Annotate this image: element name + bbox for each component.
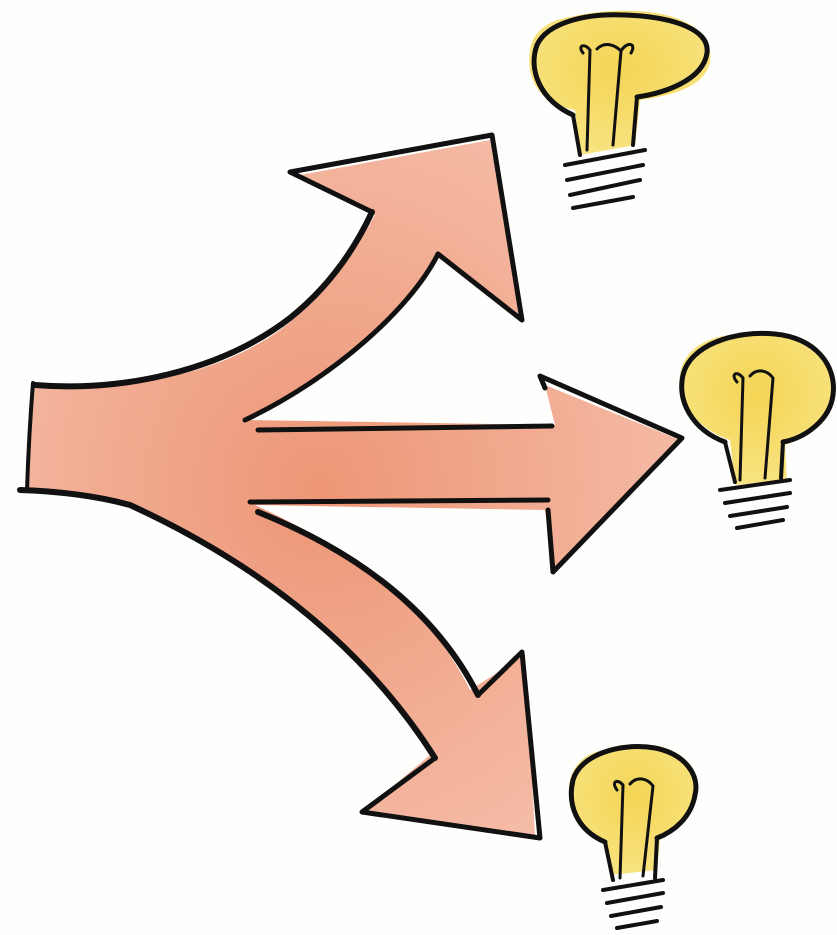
lightbulb-icon: [569, 744, 697, 928]
three-way-arrow-icon: [20, 135, 682, 838]
lightbulb-icon: [680, 333, 834, 528]
lightbulb-icon: [529, 11, 710, 208]
